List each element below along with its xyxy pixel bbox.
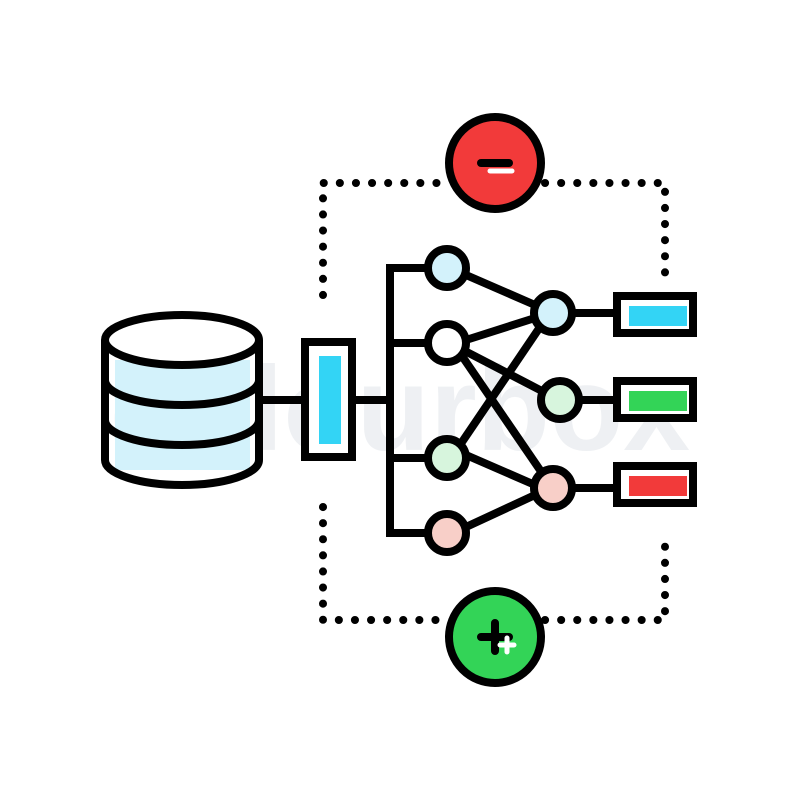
network-nodes: [424, 245, 583, 556]
connections: [259, 264, 617, 537]
database-icon: [101, 311, 263, 489]
node-input-3: [424, 435, 470, 481]
node-hidden-1: [530, 290, 576, 336]
node-hidden-3: [530, 465, 576, 511]
node-hidden-2: [537, 377, 583, 423]
plus-icon: [445, 587, 545, 687]
output-cyan: [613, 292, 697, 337]
dotted-feedback-lines: [319, 179, 669, 624]
node-input-1: [424, 245, 470, 291]
output-red: [613, 462, 697, 507]
node-input-4: [424, 510, 470, 556]
input-layer: [301, 338, 356, 461]
node-input-2: [424, 320, 470, 366]
output-green: [613, 377, 697, 422]
minus-icon: [445, 113, 545, 213]
